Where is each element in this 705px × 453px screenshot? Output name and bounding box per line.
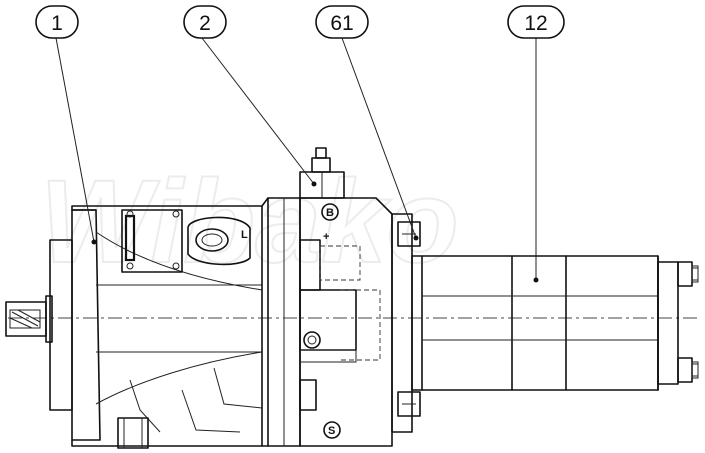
port-l-label: L	[241, 229, 248, 241]
callout-61: 61	[315, 5, 369, 39]
leader-2-dot	[311, 181, 317, 187]
leader-61	[341, 37, 417, 239]
callout-12: 12	[507, 5, 565, 39]
leader-1	[55, 37, 95, 243]
leader-61-dot	[413, 235, 419, 241]
callout-1-label: 1	[51, 12, 63, 35]
watermark: Wibako	[40, 156, 459, 288]
callout-1: 1	[35, 5, 79, 39]
callout-61-label: 61	[330, 12, 353, 35]
leader-2	[201, 37, 315, 185]
port-s-label: S	[328, 425, 335, 437]
drive-shaft	[5, 295, 53, 343]
callout-2: 2	[183, 5, 227, 39]
leader-12-dot	[533, 277, 539, 283]
port-b-label: B	[326, 207, 334, 219]
gear-pump	[411, 255, 699, 391]
plus-mark: +	[323, 231, 329, 243]
callout-12-label: 12	[524, 12, 547, 35]
leader-1-dot	[91, 239, 97, 245]
main-pump-housing: L	[49, 197, 301, 449]
callout-2-label: 2	[199, 12, 211, 35]
